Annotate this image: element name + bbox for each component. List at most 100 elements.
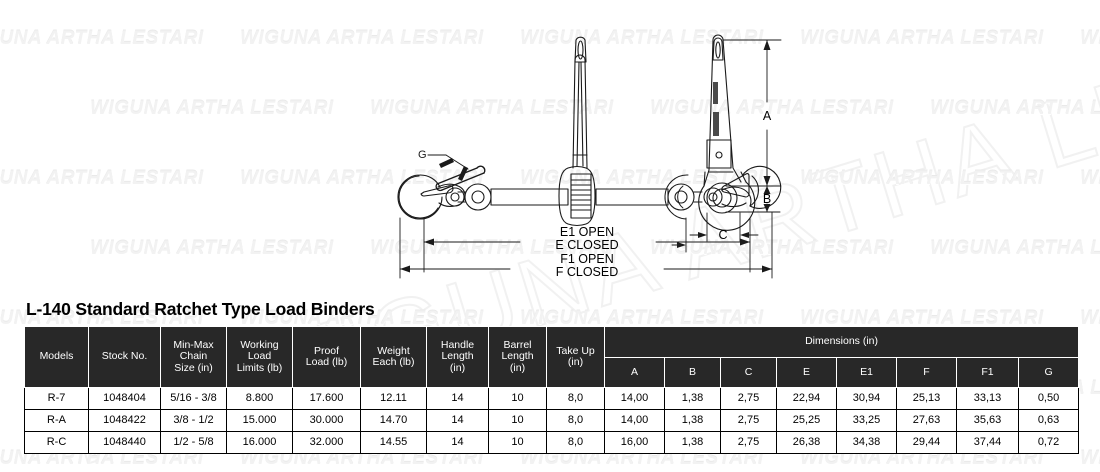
- cell-model: R-A: [24, 409, 89, 432]
- cell-take-up: 8,0: [546, 387, 605, 410]
- cell-dim-f: 25,13: [896, 387, 957, 410]
- dimension-c: [689, 212, 759, 242]
- th-dim-f1: F1: [956, 356, 1019, 388]
- callout-b: B: [763, 192, 771, 206]
- cell-model: R-C: [24, 431, 89, 454]
- table-row: R-A 1048422 3/8 - 1/2 15.000 30.000 14.7…: [24, 409, 1080, 432]
- cell-dim-b: 1,38: [664, 409, 721, 432]
- th-dimensions-group: Dimensions (in): [603, 326, 1080, 358]
- dimension-e: [423, 217, 751, 273]
- cell-weight-each: 14.70: [360, 409, 427, 432]
- cell-dim-c: 2,75: [720, 409, 777, 432]
- th-dim-g: G: [1017, 356, 1080, 388]
- table-body: R-7 1048404 5/16 - 3/8 8.800 17.600 12.1…: [24, 387, 1080, 454]
- table-header-row-group: Models Stock No. Min-Max Chain Size (in)…: [24, 326, 1080, 388]
- cell-dim-f1: 33,13: [956, 387, 1019, 410]
- cell-stock-no: 1048440: [88, 431, 161, 454]
- cell-dim-g: 0,50: [1017, 387, 1080, 410]
- dimension-a: [722, 39, 782, 187]
- cell-working-load-limit: 15.000: [226, 409, 293, 432]
- cell-dim-a: 16,00: [604, 431, 665, 454]
- cell-barrel-length: 10: [488, 409, 547, 432]
- side-view-extension-lines: [671, 217, 687, 253]
- cell-stock-no: 1048404: [88, 387, 161, 410]
- callout-f-closed: F CLOSED: [556, 265, 619, 279]
- cell-chain-size: 5/16 - 3/8: [160, 387, 227, 410]
- dimension-f: [399, 211, 773, 279]
- th-handle-length: Handle Length (in): [426, 326, 489, 388]
- cell-handle-length: 14: [426, 431, 489, 454]
- th-working-load-limits: Working Load Limits (lb): [226, 326, 293, 388]
- cell-dim-b: 1,38: [664, 431, 721, 454]
- g-callout-leader: [427, 154, 486, 192]
- cell-dim-f: 27,63: [896, 409, 957, 432]
- table-header-row-dims: A B C E E1 F F1 G: [25, 356, 1080, 388]
- cell-proof-load: 32.000: [292, 431, 361, 454]
- right-grab-hook: [703, 165, 782, 209]
- th-dim-e1: E1: [836, 356, 897, 388]
- cell-dim-e1: 34,38: [836, 431, 897, 454]
- cell-take-up: 8,0: [546, 409, 605, 432]
- th-weight-each: Weight Each (lb): [360, 326, 427, 388]
- barrel-left: [490, 188, 569, 206]
- callout-a: A: [763, 109, 772, 123]
- th-proof-load: Proof Load (lb): [292, 326, 361, 388]
- callout-f1-open: F1 OPEN: [560, 252, 614, 266]
- watermark-text: WIGUNA ARTHA LESTARI: [1080, 308, 1100, 329]
- th-chain-size: Min-Max Chain Size (in): [160, 326, 227, 388]
- table-row: R-C 1048440 1/2 - 5/8 16.000 32.000 14.5…: [24, 431, 1080, 454]
- watermark-text: WIGUNA ARTHA LESTARI: [1080, 448, 1100, 469]
- cell-proof-load: 17.600: [292, 387, 361, 410]
- th-barrel-length: Barrel Length (in): [488, 326, 547, 388]
- cell-stock-no: 1048422: [88, 409, 161, 432]
- callout-e1-open: E1 OPEN: [560, 225, 614, 239]
- ratchet-handle-front: [572, 36, 588, 169]
- cell-barrel-length: 10: [488, 387, 547, 410]
- th-dim-a: A: [604, 356, 665, 388]
- cell-weight-each: 12.11: [360, 387, 427, 410]
- table-row: R-7 1048404 5/16 - 3/8 8.800 17.600 12.1…: [24, 387, 1080, 410]
- side-view-handle: [664, 34, 756, 231]
- cell-dim-e: 22,94: [776, 387, 837, 410]
- th-dim-b: B: [664, 356, 721, 388]
- cell-take-up: 8,0: [546, 431, 605, 454]
- th-dim-e: E: [776, 356, 837, 388]
- right-chain-link: [667, 183, 703, 211]
- cell-proof-load: 30.000: [292, 409, 361, 432]
- cell-dim-e1: 30,94: [836, 387, 897, 410]
- cell-dim-c: 2,75: [720, 387, 777, 410]
- cell-working-load-limit: 16.000: [226, 431, 293, 454]
- th-take-up: Take Up (in): [546, 326, 605, 388]
- th-models: Models: [24, 326, 89, 388]
- cell-dim-f1: 35,63: [956, 409, 1019, 432]
- page-title: L-140 Standard Ratchet Type Load Binders: [26, 299, 375, 319]
- callout-c: C: [718, 228, 727, 242]
- specifications-table: Models Stock No. Min-Max Chain Size (in)…: [24, 326, 1080, 454]
- dimension-b: [725, 185, 781, 213]
- cell-handle-length: 14: [426, 387, 489, 410]
- th-dim-c: C: [720, 356, 777, 388]
- cell-barrel-length: 10: [488, 431, 547, 454]
- barrel-right: [595, 188, 669, 206]
- callout-e-closed: E CLOSED: [555, 238, 618, 252]
- cell-dim-e: 25,25: [776, 409, 837, 432]
- cell-dim-e: 26,38: [776, 431, 837, 454]
- cell-weight-each: 14.55: [360, 431, 427, 454]
- technical-drawing: G: [397, 34, 782, 279]
- th-dim-f: F: [896, 356, 957, 388]
- table-head: Models Stock No. Min-Max Chain Size (in)…: [24, 326, 1080, 388]
- cell-chain-size: 1/2 - 5/8: [160, 431, 227, 454]
- cell-dim-a: 14,00: [604, 409, 665, 432]
- cell-chain-size: 3/8 - 1/2: [160, 409, 227, 432]
- cell-dim-b: 1,38: [664, 387, 721, 410]
- cell-dim-a: 14,00: [604, 387, 665, 410]
- cell-dim-g: 0,72: [1017, 431, 1080, 454]
- left-grab-hook: [397, 174, 466, 220]
- cell-working-load-limit: 8.800: [226, 387, 293, 410]
- cell-model: R-7: [24, 387, 89, 410]
- cell-dim-c: 2,75: [720, 431, 777, 454]
- cell-dim-e1: 33,25: [836, 409, 897, 432]
- callout-g: G: [418, 149, 427, 161]
- cell-dim-f1: 37,44: [956, 431, 1019, 454]
- cell-dim-f: 29,44: [896, 431, 957, 454]
